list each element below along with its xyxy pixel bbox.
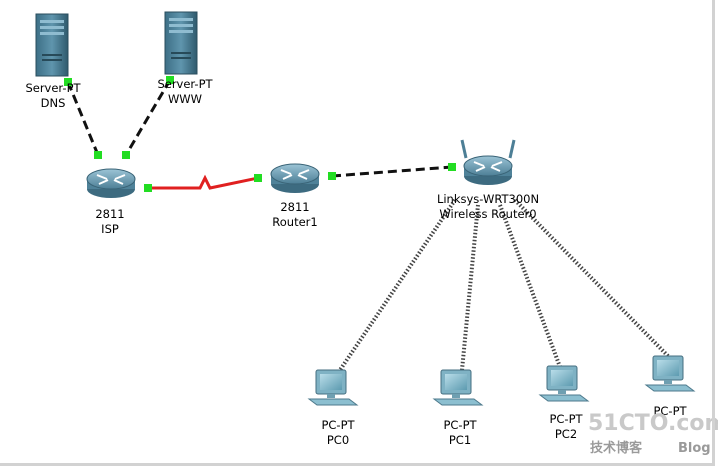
pc-pc3[interactable] bbox=[645, 355, 695, 392]
wireless-model-label: Linksys-WRT300N bbox=[437, 192, 539, 206]
pc-pc2[interactable] bbox=[539, 365, 589, 402]
wireless-link-pc3 bbox=[513, 198, 670, 358]
pc0-model-label: PC-PT bbox=[321, 418, 355, 432]
link-light bbox=[94, 151, 102, 159]
server-icon bbox=[35, 13, 69, 77]
pc-icon bbox=[645, 355, 695, 392]
pc-pc0[interactable] bbox=[308, 369, 358, 406]
router-icon bbox=[86, 168, 136, 199]
pc-icon bbox=[308, 369, 358, 406]
server-icon bbox=[164, 11, 198, 75]
pc2-model-label: PC-PT bbox=[549, 412, 583, 426]
wireless-name-label: Wireless Router0 bbox=[439, 207, 536, 221]
www-model-label: Server-PT bbox=[157, 77, 213, 91]
link-light bbox=[328, 172, 336, 180]
dns-model-label: Server-PT bbox=[25, 81, 81, 95]
link-light bbox=[166, 76, 174, 84]
antenna-right bbox=[508, 139, 516, 159]
server-dns[interactable] bbox=[35, 13, 69, 77]
link-www-isp bbox=[124, 79, 172, 156]
wireless-link-pc0 bbox=[338, 198, 457, 372]
pc1-model-label: PC-PT bbox=[443, 418, 477, 432]
link-serial-isp-router1 bbox=[148, 174, 259, 190]
pc1-name-label: PC1 bbox=[449, 433, 471, 447]
router-icon bbox=[270, 163, 320, 194]
dns-name-label: DNS bbox=[41, 96, 66, 110]
pc-pc1[interactable] bbox=[433, 369, 483, 406]
wireless-link-pc1 bbox=[460, 204, 480, 371]
wireless-router-icon bbox=[463, 155, 513, 186]
watermark-blog: Blog bbox=[678, 441, 711, 456]
wireless-router[interactable] bbox=[460, 139, 516, 186]
pc0-name-label: PC0 bbox=[327, 433, 349, 447]
router-router1[interactable] bbox=[270, 163, 320, 194]
pc-icon bbox=[539, 365, 589, 402]
router1-model-label: 2811 bbox=[280, 200, 309, 214]
router1-name-label: Router1 bbox=[272, 215, 317, 229]
watermark-tagline: 技术博客 bbox=[590, 440, 643, 456]
www-name-label: WWW bbox=[168, 92, 202, 106]
link-light bbox=[122, 151, 130, 159]
isp-model-label: 2811 bbox=[95, 207, 124, 221]
router-isp[interactable] bbox=[86, 168, 136, 199]
watermark-site: 51CTO.com bbox=[588, 411, 718, 436]
link-router1-wireless bbox=[331, 165, 453, 178]
pc3-model-label: PC-PT bbox=[653, 404, 687, 418]
wireless-link-pc2 bbox=[498, 204, 562, 368]
link-light bbox=[254, 174, 262, 182]
link-light bbox=[448, 163, 456, 171]
link-light bbox=[64, 78, 72, 86]
pc-icon bbox=[433, 369, 483, 406]
pc2-name-label: PC2 bbox=[555, 427, 577, 441]
server-www[interactable] bbox=[164, 11, 198, 75]
isp-name-label: ISP bbox=[101, 222, 119, 236]
antenna-left bbox=[460, 139, 468, 159]
link-lights bbox=[64, 76, 456, 192]
link-light bbox=[144, 184, 152, 192]
